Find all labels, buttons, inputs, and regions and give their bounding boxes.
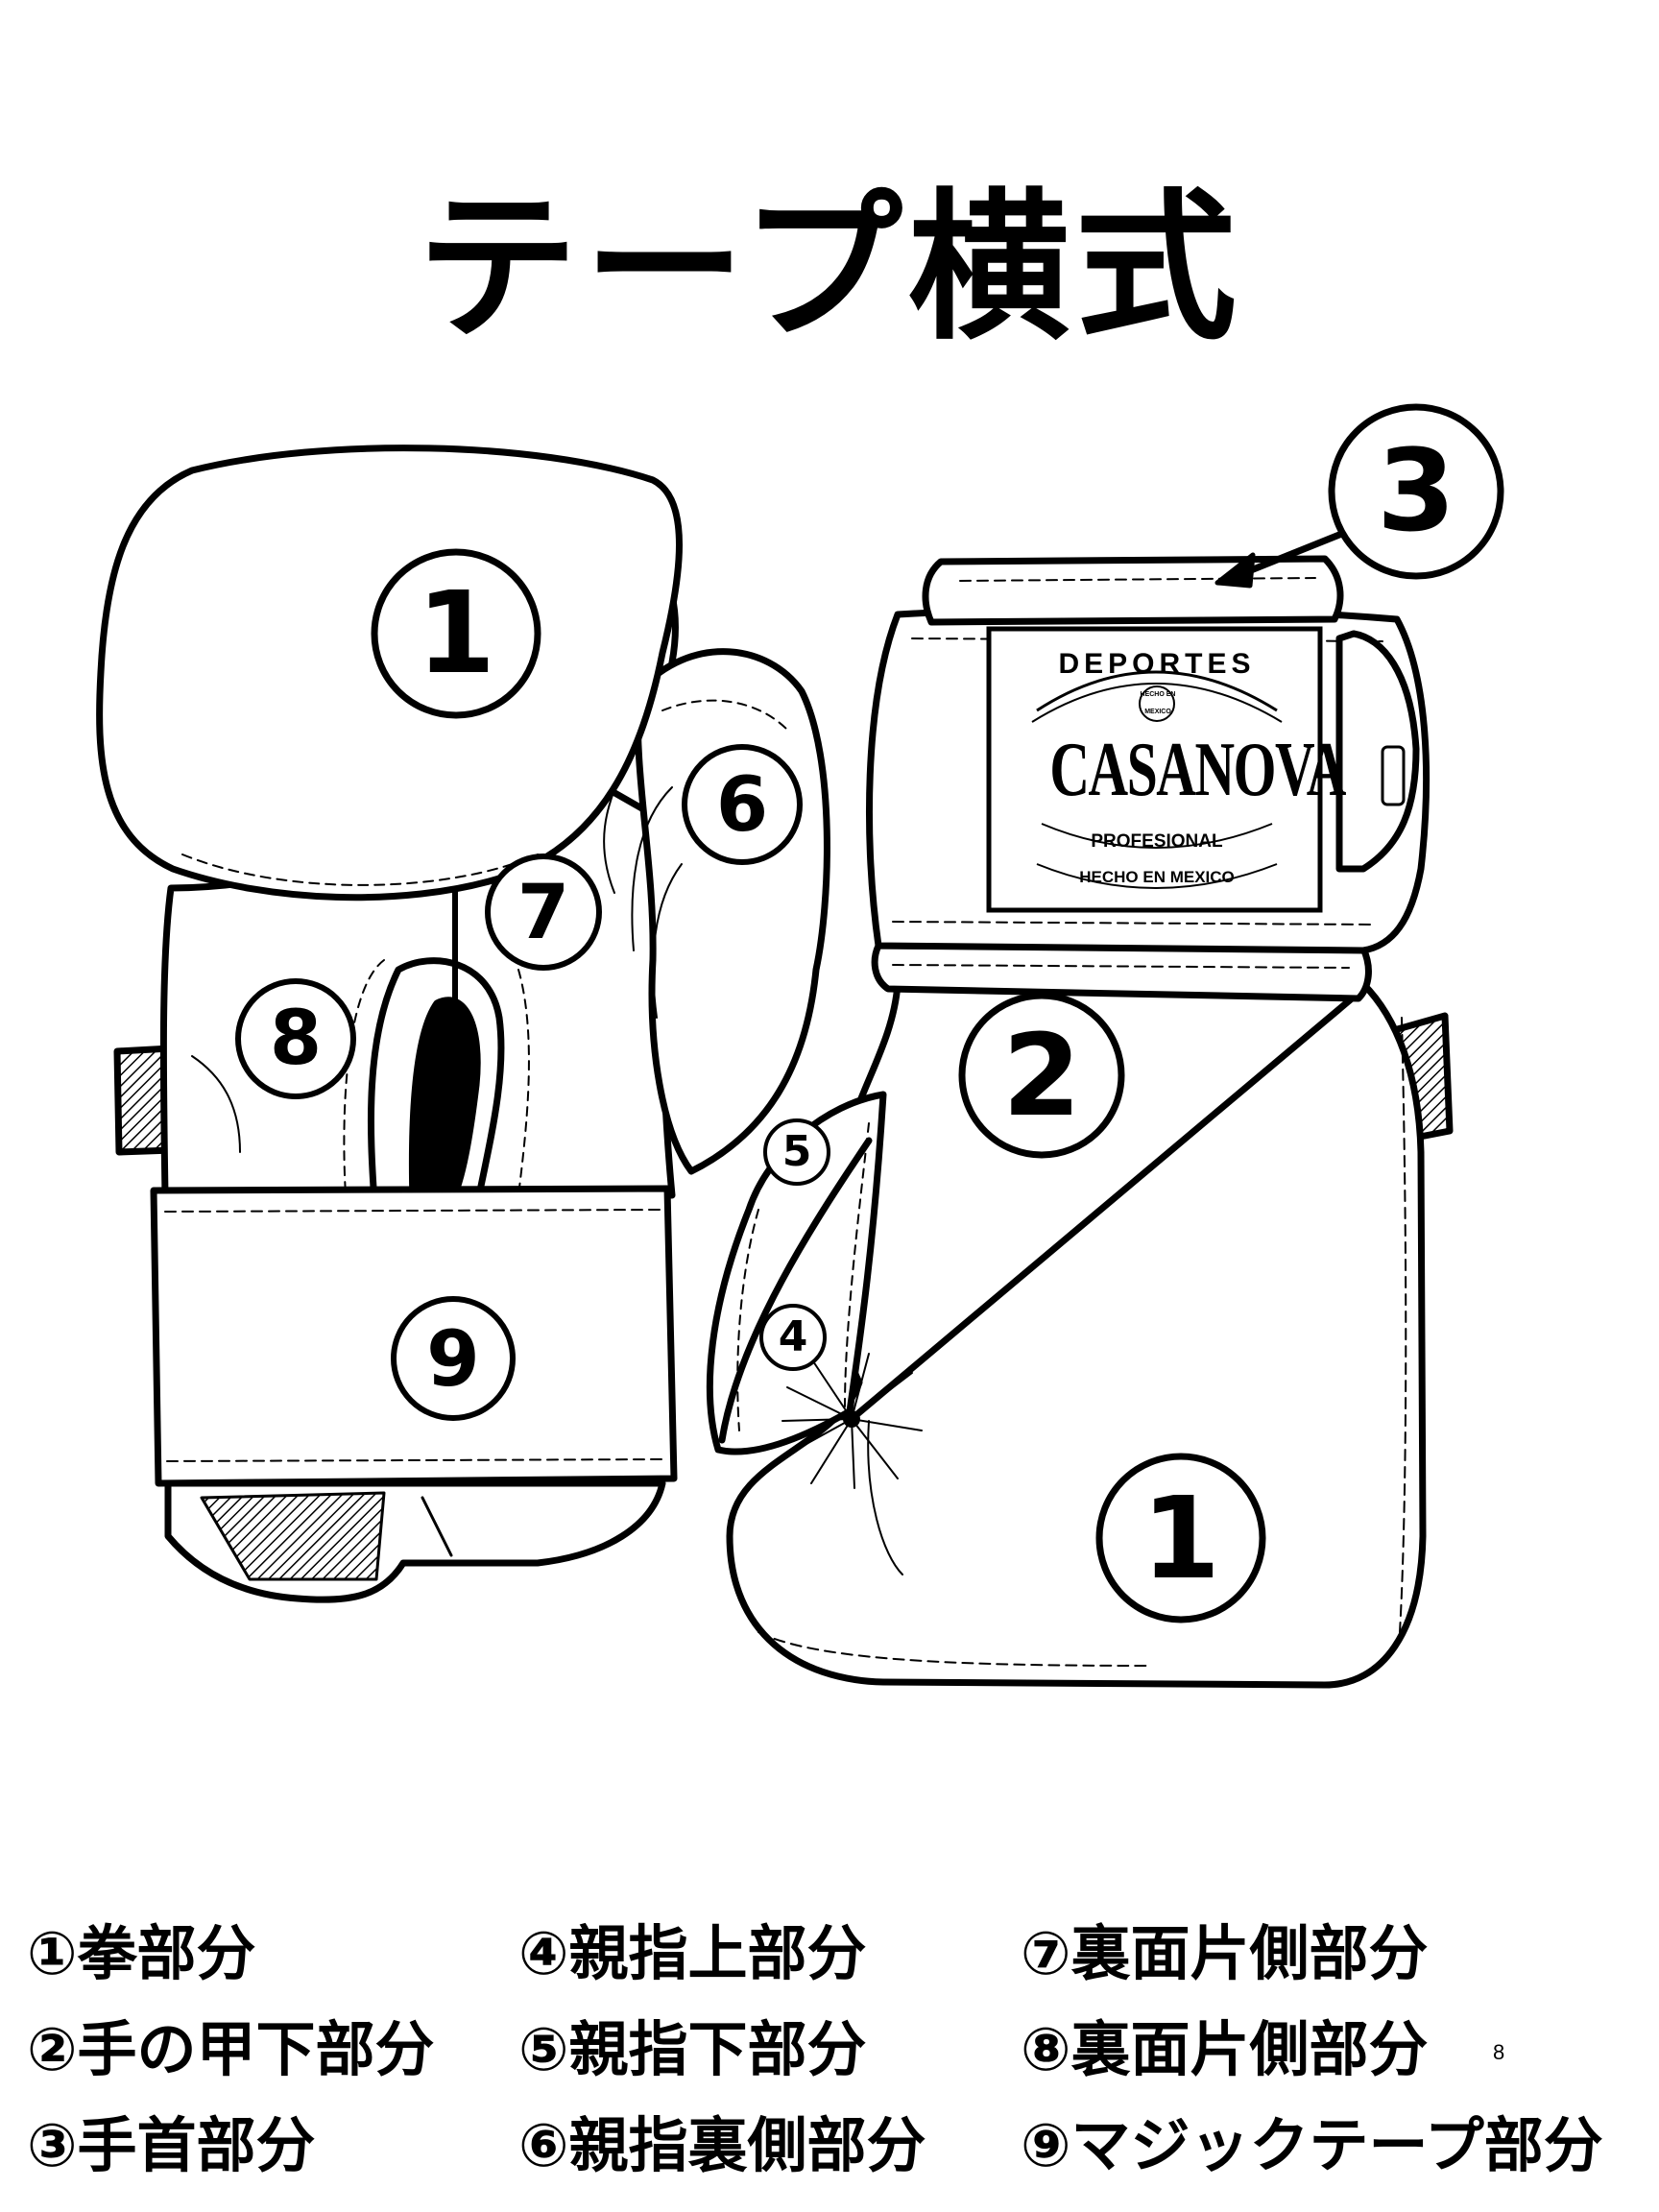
legend-item: ⑨マジックテープ部分 <box>1021 2098 1603 2194</box>
brand-name: CASANOVA <box>1049 722 1263 818</box>
legend-column-3: ⑦裏面片側部分 ⑧裏面片側部分 ⑨マジックテープ部分 <box>1021 1906 1603 2194</box>
marker-1-right: 1 <box>1099 1481 1262 1595</box>
page-title: テープ横式 <box>0 187 1659 349</box>
marker-9: 9 <box>394 1321 513 1398</box>
right-top-band <box>926 559 1340 622</box>
left-thumb <box>637 652 827 1171</box>
brand-top: DEPORTES <box>1037 648 1277 681</box>
legend: ①拳部分 ②手の甲下部分 ③手首部分 ④親指上部分 ⑤親指下部分 ⑥親指裏側部分… <box>27 1906 1640 2194</box>
legend-item: ②手の甲下部分 <box>27 2002 435 2098</box>
marker-7: 7 <box>488 876 599 950</box>
marker-5: 5 <box>765 1130 829 1174</box>
brand-seal-bottom: MEXICO <box>1138 709 1178 715</box>
legend-item: ⑥親指裏側部分 <box>518 2098 926 2194</box>
right-lower-cuff <box>875 946 1368 998</box>
marker-2: 2 <box>962 1019 1121 1132</box>
marker-4: 4 <box>761 1315 825 1359</box>
legend-column-2: ④親指上部分 ⑤親指下部分 ⑥親指裏側部分 <box>518 1906 926 2194</box>
brand-seal-top: HECHO EN <box>1138 691 1178 698</box>
marker-6: 6 <box>685 768 800 843</box>
brand-bottom: HECHO EN MEXICO <box>1037 868 1277 887</box>
legend-column-1: ①拳部分 ②手の甲下部分 ③手首部分 <box>27 1906 435 2194</box>
brand-sub: PROFESIONAL <box>1037 831 1277 853</box>
page-number: 8 <box>1493 2040 1504 2065</box>
legend-item: ⑤親指下部分 <box>518 2002 926 2098</box>
marker-3: 3 <box>1332 434 1501 547</box>
legend-item: ⑦裏面片側部分 <box>1021 1906 1603 2002</box>
legend-item: ④親指上部分 <box>518 1906 926 2002</box>
legend-item: ⑧裏面片側部分 <box>1021 2002 1603 2098</box>
marker-8: 8 <box>238 1001 353 1076</box>
legend-item: ③手首部分 <box>27 2098 435 2194</box>
marker-1-left: 1 <box>374 576 538 689</box>
legend-item: ①拳部分 <box>27 1906 435 2002</box>
right-tab-slot <box>1382 747 1404 805</box>
